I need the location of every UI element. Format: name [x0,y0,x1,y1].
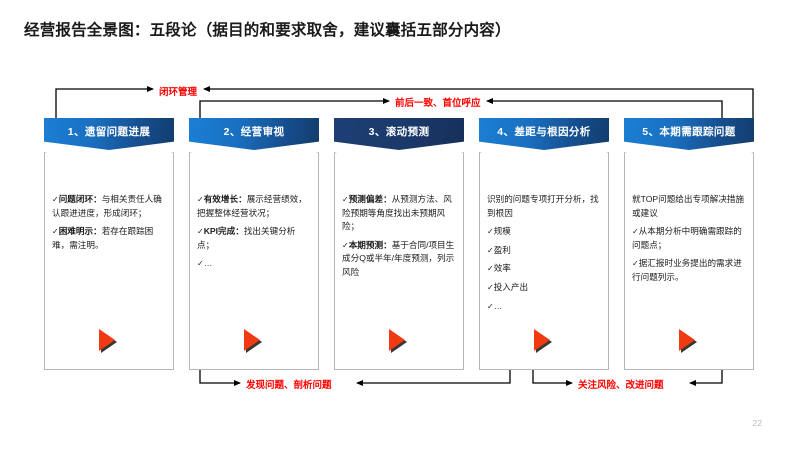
stage-body-2: ✓有效增长：展示经营绩效，把握整体经营状况；✓KPI完成：找出关键分析点；✓… [189,152,319,370]
check-icon: ✓ [632,227,639,237]
check-icon: ✓ [197,259,204,269]
stage-column-5[interactable]: 5、本期需跟踪问题 就TOP问题给出专项解决措施或建议✓从本期分析中明确需跟踪的… [624,118,754,370]
arrow-consistent-in [486,98,723,124]
check-icon: ✓ [487,301,494,311]
play-triangle-icon[interactable] [244,329,260,351]
bullet-line: ✓… [197,257,311,271]
stage-header-2[interactable]: 2、经营审视 [189,118,319,150]
bullet-line: ✓预测偏差：从预测方法、风险预期等角度找出未预期风险； [342,193,456,234]
stage-header-5[interactable]: 5、本期需跟踪问题 [624,118,754,150]
stage-body-3: ✓预测偏差：从预测方法、风险预期等角度找出未预期风险；✓本期预测：基于合同/项目… [334,152,464,370]
bullet-text: … [203,258,213,269]
arrow-closed-loop-in [203,86,754,120]
bullet-text: 若存在跟踪困难，需注明。 [52,226,154,250]
check-icon: ✓ [487,283,494,293]
bullet-line: ✓KPI完成：找出关键分析点； [197,225,311,252]
bullet-text: 从预测方法、风险预期等角度找出未预期风险； [342,194,452,232]
bullet-text: 盈利 [493,244,511,255]
bullet-line: ✓困难明示：若存在跟踪困难，需注明。 [52,225,166,252]
bullet-line: ✓有效增长：展示经营绩效，把握整体经营状况； [197,193,311,220]
stage-body-4: 识别的问题专项打开分析，找到根因✓规模✓盈利✓效率✓投入产出✓… [479,152,609,370]
bullet-text: 规模 [493,226,511,237]
bullet-text: 基于合同/项目生成分Q或半年/年度预测，列示风险 [342,239,455,277]
stage-column-3[interactable]: 3、滚动预测 ✓预测偏差：从预测方法、风险预期等角度找出未预期风险；✓本期预测：… [334,118,464,370]
check-icon: ✓ [342,195,349,204]
check-icon: ✓ [52,227,59,237]
check-icon: ✓ [487,245,494,255]
check-icon: ✓ [52,195,59,204]
flow-label-consistent: 前后一致、首位呼应 [392,95,484,109]
play-triangle-icon[interactable] [99,329,115,351]
check-icon: ✓ [487,264,494,274]
bullet-text: 找出关键分析点； [197,226,296,250]
check-icon: ✓ [197,195,204,204]
check-icon: ✓ [197,227,204,237]
bullet-text: 效率 [493,263,511,274]
stage-header-3[interactable]: 3、滚动预测 [334,118,464,150]
check-icon: ✓ [487,227,494,237]
bullet-text: 展示经营绩效，把握整体经营状况； [197,194,307,218]
stage-column-2[interactable]: 2、经营审视 ✓有效增长：展示经营绩效，把握整体经营状况；✓KPI完成：找出关键… [189,118,319,370]
bullet-line: ✓… [487,300,601,314]
bullet-line: ✓本期预测：基于合同/项目生成分Q或半年/年度预测，列示风险 [342,239,456,280]
bullet-text: 据汇报时业务提出的需求进行问题列示。 [632,258,742,282]
bullet-term: 有效增长： [203,194,247,204]
page-title: 经营报告全景图：五段论（据目的和要求取舍，建议囊括五部分内容） [24,22,511,39]
flow-label-focus-risk: 关注风险、改进问题 [575,377,667,391]
bullet-line: ✓效率 [487,262,601,276]
stage-header-4[interactable]: 4、差距与根因分析 [479,118,609,150]
play-triangle-icon[interactable] [679,329,695,351]
bullet-text: 就TOP问题给出专项解决措施或建议 [632,194,745,218]
play-triangle-icon[interactable] [534,329,550,351]
check-icon: ✓ [632,259,639,269]
check-icon: ✓ [342,240,349,250]
bullet-term: KPI完成： [203,226,244,237]
bullet-line: ✓投入产出 [487,281,601,295]
stage-text-2: ✓有效增长：展示经营绩效，把握整体经营状况；✓KPI完成：找出关键分析点；✓… [197,193,311,276]
stage-text-5: 就TOP问题给出专项解决措施或建议✓从本期分析中明确需跟踪的问题点；✓据汇报时业… [632,193,746,290]
stage-header-1[interactable]: 1、遗留问题进展 [44,118,174,150]
flow-label-closed-loop: 闭环管理 [156,84,201,98]
arrow-consistent-out [199,98,390,124]
bullet-text: 识别的问题专项打开分析，找到根因 [487,194,599,218]
bullet-term: 问题闭环： [58,194,102,204]
bullet-text: 投入产出 [493,282,529,293]
flow-label-find-problem: 发现问题、剖析问题 [243,377,335,391]
bullet-text: 从本期分析中明确需跟踪的问题点； [632,226,742,250]
stage-column-1[interactable]: 1、遗留问题进展 ✓问题闭环：与相关责任人确认跟进进度，形成闭环；✓困难明示：若… [44,118,174,370]
bullet-line: 识别的问题专项打开分析，找到根因 [487,193,601,220]
bullet-line: ✓规模 [487,225,601,239]
bullet-line: ✓据汇报时业务提出的需求进行问题列示。 [632,257,746,284]
bullet-text: … [493,300,503,311]
stage-body-1: ✓问题闭环：与相关责任人确认跟进进度，形成闭环；✓困难明示：若存在跟踪困难，需注… [44,152,174,370]
stage-body-5: 就TOP问题给出专项解决措施或建议✓从本期分析中明确需跟踪的问题点；✓据汇报时业… [624,152,754,370]
bullet-term: 本期预测： [348,239,392,250]
stage-text-1: ✓问题闭环：与相关责任人确认跟进进度，形成闭环；✓困难明示：若存在跟踪困难，需注… [52,193,166,257]
page-number: 22 [752,418,762,428]
bullet-line: 就TOP问题给出专项解决措施或建议 [632,193,746,220]
bullet-line: ✓问题闭环：与相关责任人确认跟进进度，形成闭环； [52,193,166,220]
bullet-term: 预测偏差： [348,194,392,204]
stage-column-4[interactable]: 4、差距与根因分析 识别的问题专项打开分析，找到根因✓规模✓盈利✓效率✓投入产出… [479,118,609,370]
bullet-line: ✓盈利 [487,244,601,258]
arrow-closed-loop-out [55,86,154,120]
stage-text-3: ✓预测偏差：从预测方法、风险预期等角度找出未预期风险；✓本期预测：基于合同/项目… [342,193,456,285]
play-triangle-icon[interactable] [389,329,405,351]
bullet-line: ✓从本期分析中明确需跟踪的问题点； [632,225,746,252]
bullet-term: 困难明示： [58,226,102,237]
stage-text-4: 识别的问题专项打开分析，找到根因✓规模✓盈利✓效率✓投入产出✓… [487,193,601,318]
bullet-text: 与相关责任人确认跟进进度，形成闭环； [52,194,162,218]
